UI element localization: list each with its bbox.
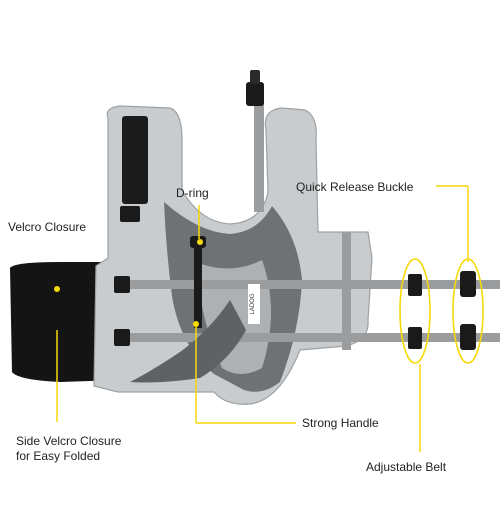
top-buckle [246, 82, 264, 106]
handle-strap [194, 246, 202, 328]
adjuster-upper [408, 274, 422, 296]
shark-fin [130, 300, 246, 383]
label-velcro-closure: Velcro Closure [8, 220, 87, 234]
label-d-ring: D-ring [176, 186, 209, 200]
label-strong-handle: Strong Handle [302, 416, 379, 430]
side-velcro-panel [10, 262, 120, 382]
neck-buckle [120, 206, 140, 222]
callout-dot-handle [193, 321, 199, 327]
callout-dot-velcro [54, 286, 60, 292]
top-buckle-tip [250, 70, 260, 84]
vertical-strap [342, 232, 351, 350]
upper-belt-strap [120, 280, 500, 289]
label-quick-release-buckle: Quick Release Buckle [296, 180, 414, 194]
release-buckle-lower [460, 324, 476, 350]
adjuster-lower [408, 327, 422, 349]
left-upper-buckle [114, 276, 130, 293]
highlight-adjusters [399, 258, 431, 364]
brand-label [248, 284, 260, 324]
highlight-buckles [452, 258, 484, 364]
top-strap [254, 102, 264, 212]
callout-dot-dring [197, 239, 203, 245]
shoulder-velcro-strip [122, 116, 148, 204]
lower-belt-strap [120, 333, 500, 342]
label-side-velcro-line2: for Easy Folded [16, 449, 101, 463]
left-lower-buckle [114, 329, 130, 346]
release-buckle-upper [460, 271, 476, 297]
label-side-velcro-line1: Side Velcro Closure [16, 434, 122, 448]
brand-mark: LADOG [250, 293, 256, 314]
label-adjustable-belt: Adjustable Belt [366, 460, 447, 474]
